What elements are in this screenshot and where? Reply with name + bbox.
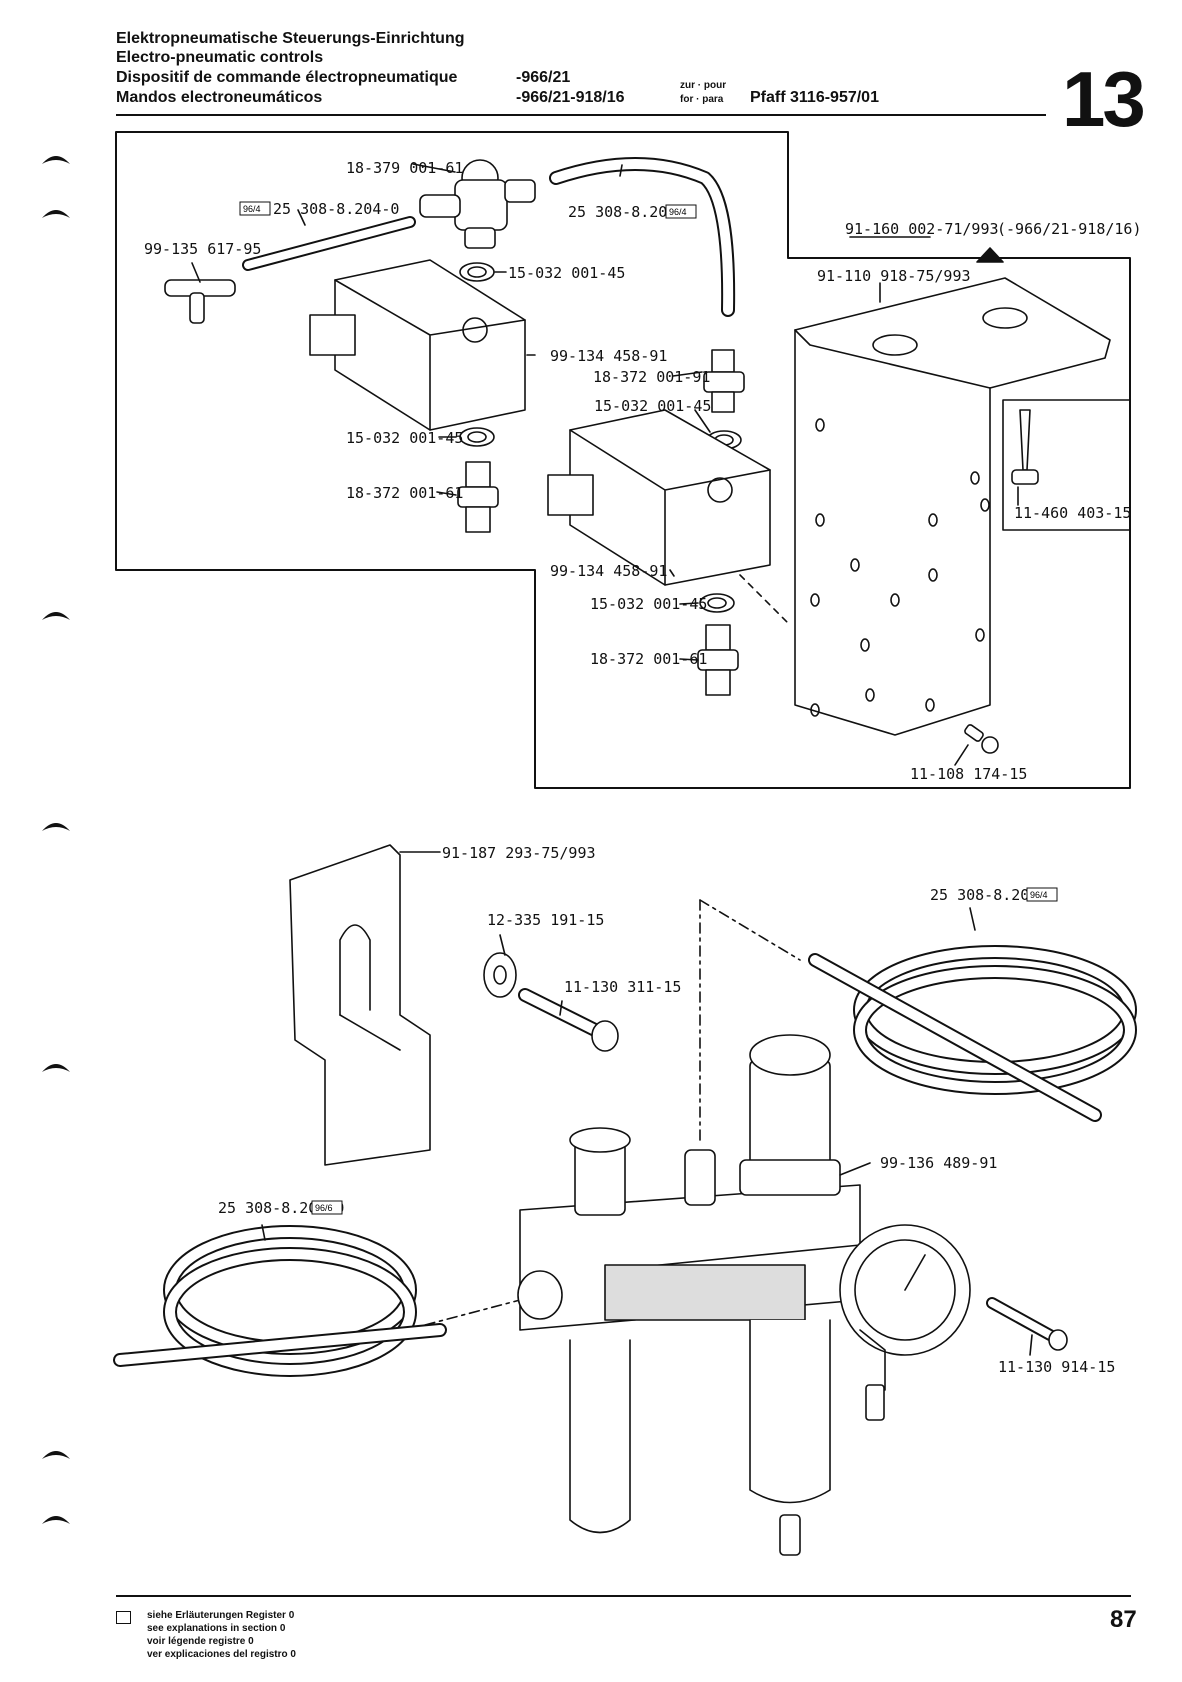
svg-text:96/4: 96/4	[669, 207, 687, 217]
part-18-372-c: 18-372 001-61	[590, 650, 707, 668]
page-number: 87	[1110, 1606, 1137, 1633]
part-91-160-suffix: (-966/21-918/16)	[997, 220, 1142, 238]
svg-text:96/4: 96/4	[243, 204, 261, 214]
washer-12-335	[483, 952, 517, 998]
bracket-91-187	[289, 844, 431, 1166]
part-11-130-a: 11-130 311-15	[564, 978, 681, 996]
binder-mark-icon	[42, 1516, 70, 1524]
fitting-3	[697, 624, 739, 696]
zur-pour: zur · pour	[680, 80, 727, 91]
binder-mark-icon	[42, 823, 70, 831]
section-number: 13	[1062, 55, 1146, 143]
binder-mark-icon	[42, 156, 70, 164]
part-18-379: 18-379 001-61	[346, 159, 463, 177]
binder-mark-icon	[42, 612, 70, 620]
part-25-308-a: 25 308-8.204-0	[273, 200, 399, 218]
part-11-130-b: 11-130 914-15	[998, 1358, 1115, 1376]
part-15-032-a: 15-032 001-45	[508, 264, 625, 282]
model-a: -966/21	[516, 69, 571, 86]
footnote-es: ver explicaciones del registro 0	[147, 1649, 296, 1660]
binder-mark-icon	[42, 210, 70, 218]
part-15-032-d: 15-032 001-45	[590, 595, 707, 613]
part-15-032-b: 15-032 001-45	[594, 397, 711, 415]
footer-rule	[116, 1595, 1131, 1597]
wood-screw	[1011, 409, 1039, 485]
binder-mark-icon	[42, 1451, 70, 1459]
part-12-335: 12-335 191-15	[487, 911, 604, 929]
footnote-fr: voir légende registre 0	[147, 1636, 254, 1647]
ref-box-96-6: 96/6	[311, 1200, 343, 1215]
footnote-de: siehe Erläuterungen Register 0	[147, 1610, 295, 1621]
model-b: -966/21-918/16	[516, 89, 625, 106]
small-screw-11-108	[964, 724, 999, 754]
title-fr: Dispositif de commande électropneumatiqu…	[116, 69, 458, 86]
part-18-372-b: 18-372 001-61	[346, 484, 463, 502]
footnote-en: see explanations in section 0	[147, 1623, 286, 1634]
t-connector	[164, 279, 236, 324]
filter-regulator-unit	[517, 1034, 971, 1556]
part-91-110: 91-110 918-75/993	[817, 267, 971, 285]
screw-11-130-a	[518, 988, 619, 1052]
part-99-134-a: 99-134 458-91	[550, 347, 667, 365]
solenoid-1	[309, 259, 526, 431]
part-91-187: 91-187 293-75/993	[442, 844, 596, 862]
screw-11-130-b	[986, 1297, 1068, 1351]
machine-name: Pfaff 3116-957/01	[750, 89, 879, 106]
fitting-1	[457, 461, 499, 533]
binder-mark-icon	[42, 1064, 70, 1072]
ref-box-96-4: 96/4	[239, 201, 271, 216]
ref-box-96-4: 96/4	[1026, 887, 1058, 902]
header-rule	[116, 114, 1046, 116]
part-11-460: 11-460 403-15	[1014, 504, 1131, 522]
tube-coil-left	[113, 1225, 447, 1377]
part-18-372-a: 18-372 001-91	[593, 368, 710, 386]
part-15-032-c: 15-032 001-45	[346, 429, 463, 447]
bracket-91-110	[794, 277, 1111, 736]
upper-frame	[115, 131, 1131, 789]
footnote-box-icon	[116, 1611, 131, 1624]
for-para: for · para	[680, 94, 724, 105]
part-91-160: 91-160 002-71/993	[845, 220, 999, 238]
title-de: Elektropneumatische Steuerungs-Einrichtu…	[116, 30, 465, 47]
o-ring	[699, 593, 735, 613]
part-25-308-c: 25 308-8.204-0	[930, 886, 1056, 904]
valve-top	[419, 159, 536, 249]
part-99-135: 99-135 617-95	[144, 240, 261, 258]
part-25-308-b: 25 308-8.204-0	[568, 203, 694, 221]
part-99-136: 99-136 489-91	[880, 1154, 997, 1172]
svg-text:96/4: 96/4	[1030, 890, 1048, 900]
fitting-2	[703, 349, 745, 413]
title-en: Electro-pneumatic controls	[116, 49, 324, 66]
ref-box-96-4: 96/4	[665, 204, 697, 219]
title-es: Mandos electroneumáticos	[116, 89, 323, 106]
tube-coil-right	[808, 945, 1137, 1122]
svg-text:96/6: 96/6	[315, 1203, 333, 1213]
o-ring	[459, 262, 495, 282]
o-ring	[459, 427, 495, 447]
tube-bend	[549, 157, 736, 317]
solenoid-2	[547, 409, 771, 586]
part-11-108: 11-108 174-15	[910, 765, 1027, 783]
part-99-134-b: 99-134 458-91	[550, 562, 667, 580]
